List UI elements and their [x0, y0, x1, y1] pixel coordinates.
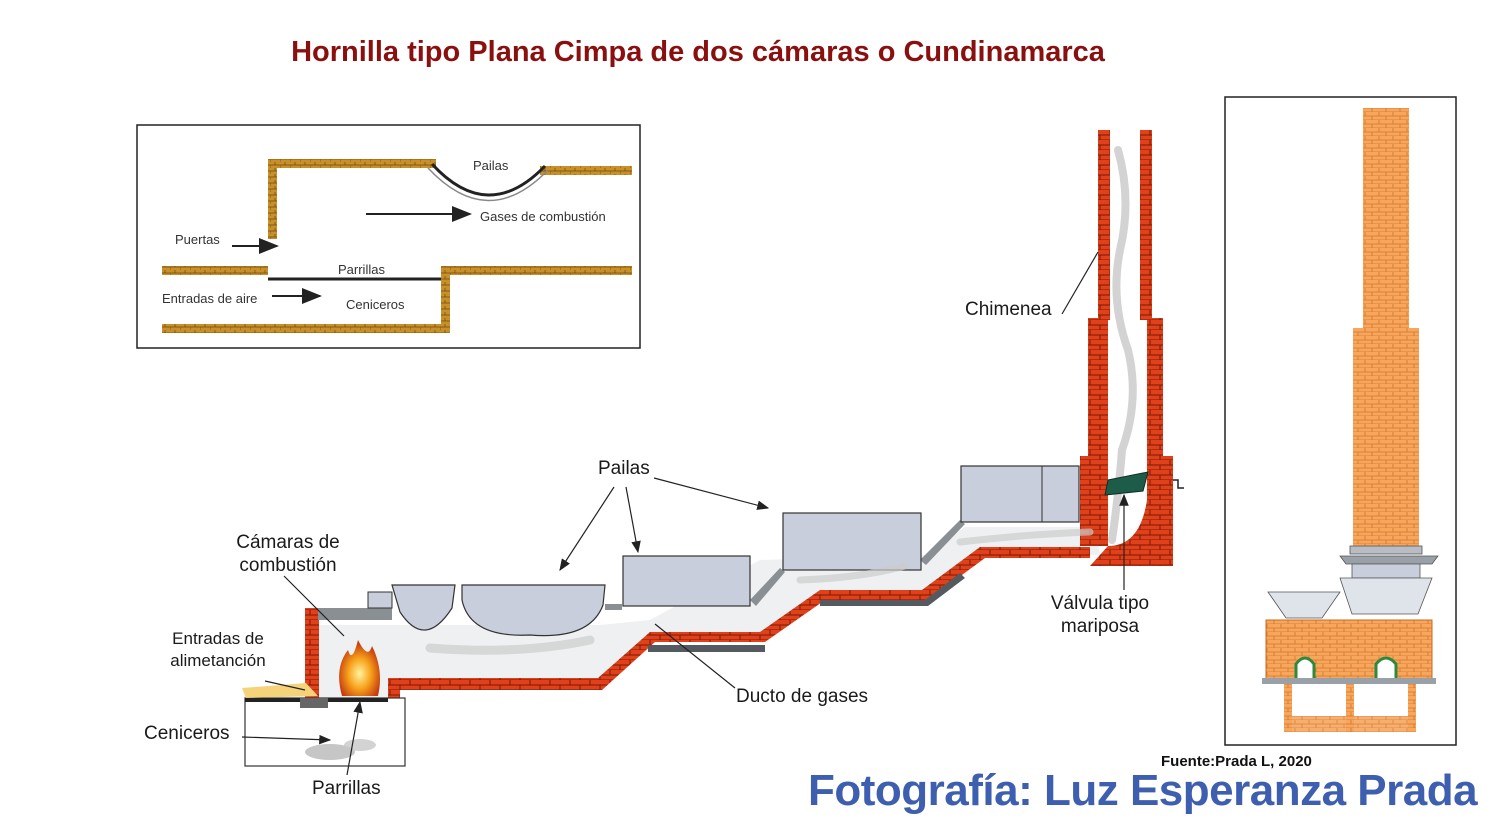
label-camaras-line1: Cámaras de — [236, 532, 340, 553]
inset-diagram — [136, 124, 641, 349]
leader-ducto — [654, 623, 736, 689]
leader-pailas-1 — [559, 486, 615, 572]
chimney-top-right — [1140, 130, 1152, 320]
label-camaras-line2: combustión — [239, 555, 337, 576]
inset-mid-wall-right — [441, 266, 632, 275]
leader-pailas-2 — [625, 486, 641, 554]
inset-label-gases: Gases de combustión — [480, 209, 606, 224]
inset-label-parrillas: Parrillas — [338, 262, 385, 277]
paila-2 — [461, 584, 606, 637]
main-cross-section — [241, 130, 1184, 776]
label-camaras-combustion: Cámaras de combustión — [224, 531, 352, 577]
label-valvula-line1: Válvula tipo — [1050, 593, 1150, 614]
leader-entradas — [264, 680, 306, 691]
inset-paila-shape — [430, 162, 547, 197]
paila-4 — [782, 512, 922, 571]
elevation-door-left — [1294, 656, 1316, 682]
leader-pailas-3 — [653, 477, 770, 510]
elevation-chimney-base — [1353, 328, 1419, 546]
label-valvula-line2: mariposa — [1060, 616, 1140, 637]
leader-chimenea — [1061, 251, 1099, 315]
chimney-smoke — [1108, 146, 1137, 544]
paila-5 — [960, 465, 1080, 523]
front-top-plate — [318, 608, 392, 620]
chimney-top-left — [1098, 130, 1110, 320]
label-entradas-line1: Entradas de — [172, 629, 264, 648]
chimney-base-right — [1147, 456, 1173, 566]
inset-step-wall — [441, 266, 450, 333]
inset-mid-wall-left — [162, 266, 268, 275]
chimney-mid-left — [1088, 318, 1108, 458]
inset-top-wall-left — [268, 159, 436, 168]
photo-credit: Fotografía: Luz Esperanza Prada — [808, 766, 1478, 815]
butterfly-valve — [1104, 471, 1149, 496]
chimney-mid-right — [1147, 318, 1163, 458]
leader-camaras — [283, 575, 345, 637]
source-note: Fuente:Prada L, 2020 — [1161, 753, 1312, 770]
label-entradas-alimentacion: Entradas de alimetanción — [158, 628, 278, 672]
label-ducto-gases: Ducto de gases — [736, 686, 869, 707]
leader-ceniceros — [241, 734, 332, 745]
chamber-front-wall — [305, 608, 319, 698]
elevation-furnace-body — [1265, 619, 1433, 681]
diagram-title: Hornilla tipo Plana Cimpa de dos cámaras… — [291, 36, 1105, 68]
elevation-door-right — [1374, 656, 1398, 682]
label-parrillas: Parrillas — [312, 778, 381, 799]
inset-label-entradas-aire: Entradas de aire — [162, 291, 258, 306]
furnace-elevation — [1224, 96, 1457, 746]
inset-label-ceniceros: Ceniceros — [346, 297, 405, 312]
inset-bottom-wall — [162, 324, 450, 333]
inset-top-wall-right — [540, 166, 632, 175]
bagasse-feed — [242, 683, 318, 698]
elevation-chimney-top — [1363, 108, 1409, 330]
paila-3 — [622, 555, 751, 607]
inset-label-puertas: Puertas — [175, 232, 220, 247]
paila-1 — [391, 584, 456, 631]
inset-label-pailas: Pailas — [473, 158, 509, 173]
label-valvula-mariposa: Válvula tipo mariposa — [1040, 592, 1160, 638]
label-pailas: Pailas — [598, 458, 650, 479]
label-entradas-line2: alimetanción — [170, 651, 266, 670]
inset-door-wall — [268, 159, 277, 239]
leader-parrillas — [346, 700, 363, 776]
label-ceniceros: Ceniceros — [144, 723, 230, 744]
label-chimenea: Chimenea — [965, 299, 1052, 320]
flame — [339, 640, 380, 696]
